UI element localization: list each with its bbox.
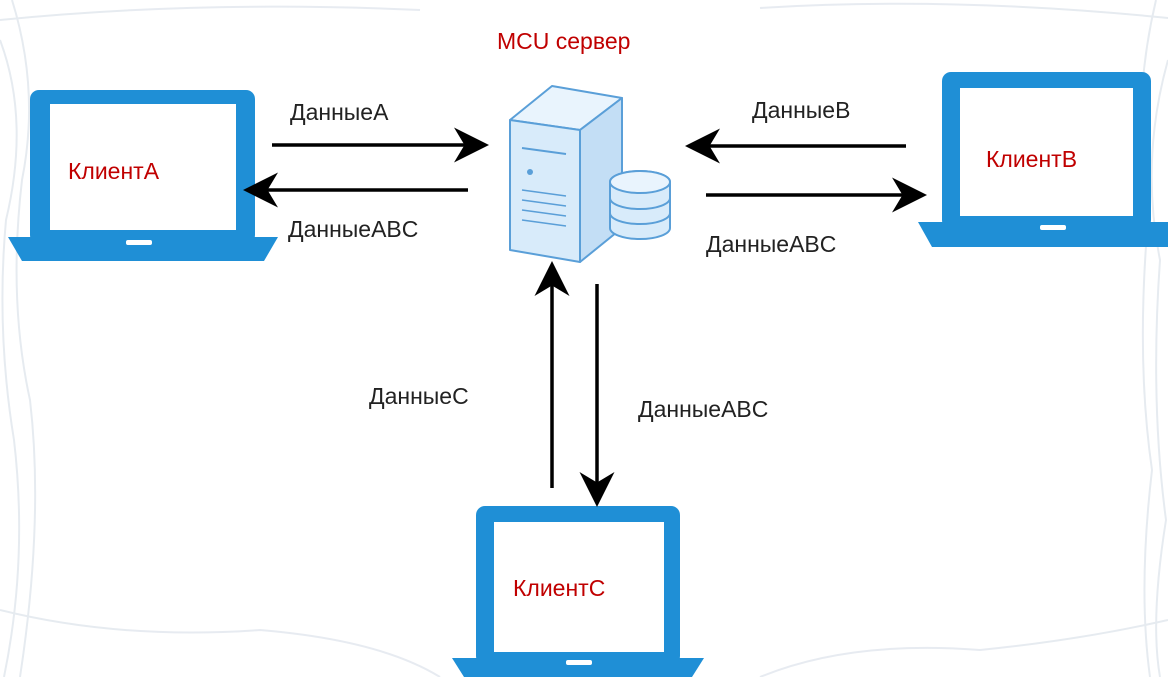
server-with-database-icon bbox=[509, 85, 671, 263]
flow-label-b-to-server: ДанныеB bbox=[752, 97, 851, 123]
server-label: MCU сервер bbox=[497, 28, 631, 54]
client-c-label: КлиентC bbox=[513, 575, 606, 601]
flow-label-server-to-c: ДанныеABC bbox=[638, 396, 769, 422]
laptop-icon bbox=[918, 72, 1168, 247]
flow-label-a-to-server: ДанныеA bbox=[290, 99, 389, 125]
client-b-label: КлиентB bbox=[986, 146, 1078, 172]
client-a-label: КлиентA bbox=[68, 158, 160, 184]
laptop-icon bbox=[8, 90, 278, 261]
flow-label-c-to-server: ДанныеC bbox=[369, 383, 469, 409]
laptop-icon bbox=[452, 506, 704, 677]
flow-label-server-to-a: ДанныеABC bbox=[288, 216, 419, 242]
flow-label-server-to-b: ДанныеABC bbox=[706, 231, 837, 257]
